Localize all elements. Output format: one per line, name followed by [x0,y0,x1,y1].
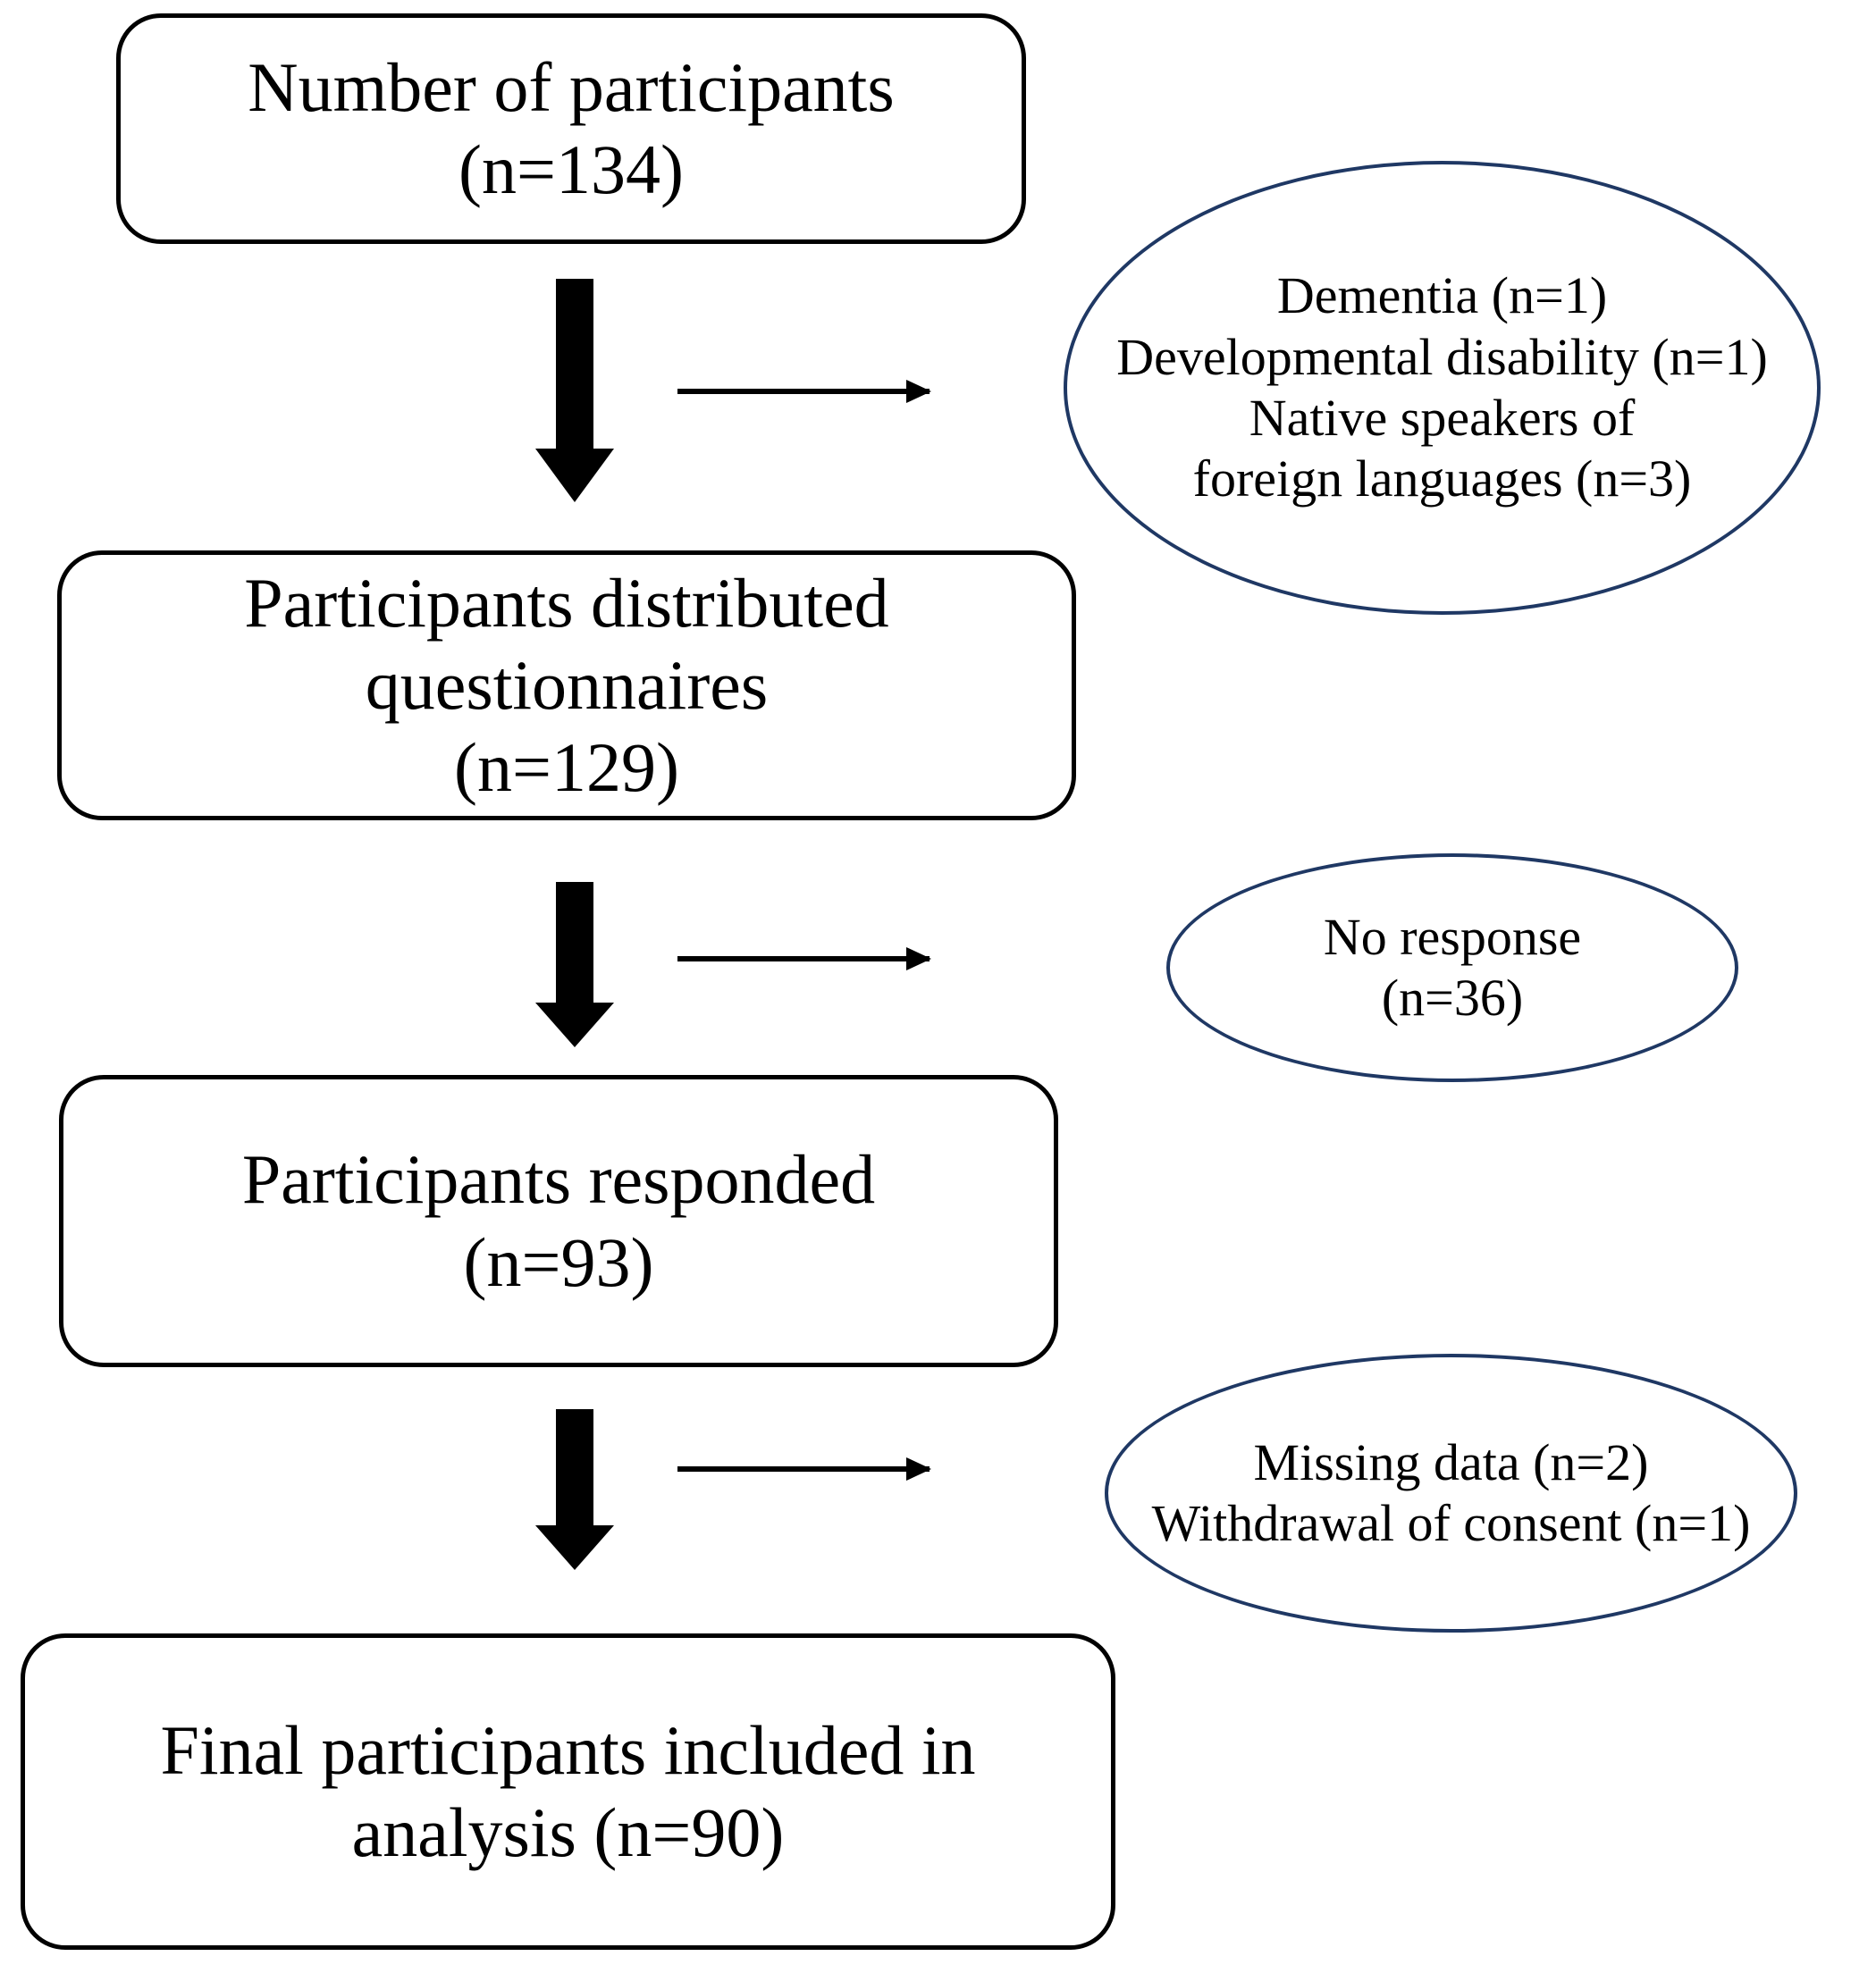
box-distributed-questionnaires: Participants distributed questionnaires … [57,550,1076,820]
down-arrow-1 [535,279,614,502]
box-participants-responded: Participants responded (n=93) [59,1075,1058,1367]
arrow-head [535,1525,614,1570]
right-arrow-2 [677,947,931,970]
arrow-head [535,449,614,502]
box-final-line-2: analysis (n=90) [351,1793,785,1871]
box-final-line-1: Final participants included in [160,1710,976,1789]
arrow-head [535,1003,614,1047]
arrow-shaft [556,882,593,1003]
exclusion-1-line-2: Developmental disability (n=1) [1116,327,1768,386]
exclusion-2-line-1: No response [1323,907,1582,966]
box-distributed-line-2: questionnaires [365,645,769,724]
right-arrow-1 [677,380,931,403]
right-arrow-3 [677,1457,931,1481]
exclusion-1-line-4: foreign languages (n=3) [1192,449,1692,508]
arrow-shaft [556,1409,593,1525]
ellipse-exclusions-after-response: Missing data (n=2) Withdrawal of consent… [1105,1354,1797,1633]
down-arrow-2 [535,882,614,1047]
box-total-participants: Number of participants (n=134) [116,13,1026,244]
exclusion-3-line-1: Missing data (n=2) [1253,1432,1649,1491]
down-arrow-3 [535,1409,614,1570]
exclusion-2-line-2: (n=36) [1381,969,1524,1027]
arrow-head [906,1457,931,1481]
ellipse-no-response: No response (n=36) [1166,853,1738,1082]
exclusion-3-line-2: Withdrawal of consent (n=1) [1151,1494,1751,1552]
exclusion-1-line-3: Native speakers of [1249,389,1636,447]
arrow-head [906,947,931,970]
box-distributed-line-1: Participants distributed [244,563,889,642]
exclusion-1-line-1: Dementia (n=1) [1276,266,1608,325]
ellipse-exclusions-before-distribution: Dementia (n=1) Developmental disability … [1064,161,1821,615]
box-final-analysis: Final participants included in analysis … [21,1633,1115,1950]
box-responded-line-1: Participants responded [241,1140,876,1219]
box-total-line-1: Number of participants [248,47,895,126]
box-distributed-line-3: (n=129) [454,728,679,807]
box-total-line-2: (n=134) [458,130,684,208]
arrow-shaft [556,279,593,449]
arrow-head [906,380,931,403]
box-responded-line-2: (n=93) [463,1222,654,1301]
